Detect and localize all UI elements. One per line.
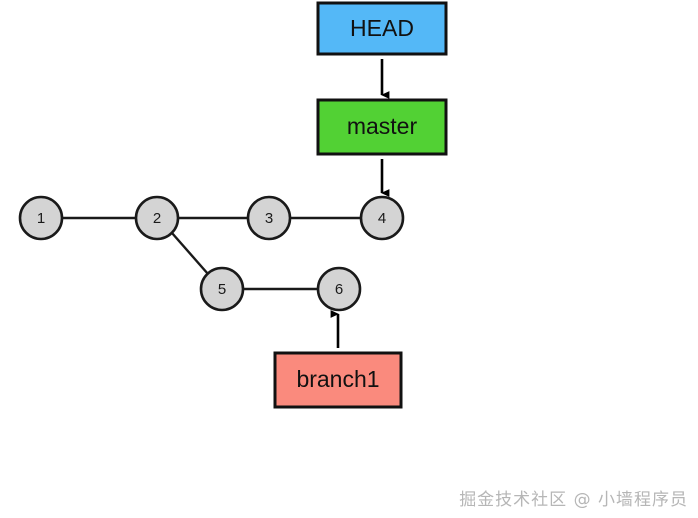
commit-node-4[interactable]: 4	[359, 195, 405, 241]
commit-node-3[interactable]: 3	[246, 195, 292, 241]
ref-box-master[interactable]: master	[316, 98, 448, 156]
commit-circle-4	[359, 195, 405, 241]
ref-box-head[interactable]: HEAD	[316, 1, 448, 56]
commit-circle-6	[316, 266, 362, 312]
master-box-rect	[316, 98, 448, 156]
commit-circle-3	[246, 195, 292, 241]
commit-node-6[interactable]: 6	[316, 266, 362, 312]
branch1-box-rect	[273, 351, 403, 409]
commit-circle-5	[199, 266, 245, 312]
commit-circle-1	[18, 195, 64, 241]
commit-node-2[interactable]: 2	[134, 195, 180, 241]
commit-label-5: 5	[218, 281, 226, 298]
branch1-box-label: branch1	[296, 366, 379, 392]
commit-label-1: 1	[37, 210, 45, 227]
ref-box-branch1[interactable]: branch1	[273, 351, 403, 409]
commit-label-6: 6	[335, 281, 343, 298]
commit-node-1[interactable]: 1	[18, 195, 64, 241]
commit-label-3: 3	[265, 210, 273, 227]
ref-arrows	[330, 59, 390, 348]
commit-circle-2	[134, 195, 180, 241]
watermark-text: 掘金技术社区 @ 小墙程序员	[459, 490, 688, 510]
commit-label-4: 4	[378, 210, 386, 227]
master-box-label: master	[347, 113, 418, 139]
head-box-label: HEAD	[350, 15, 414, 41]
commit-label-2: 2	[153, 210, 161, 227]
edge-c2-c5	[171, 232, 209, 275]
commit-edges	[62, 216, 361, 291]
head-box-rect	[316, 1, 448, 56]
commit-node-5[interactable]: 5	[199, 266, 245, 312]
